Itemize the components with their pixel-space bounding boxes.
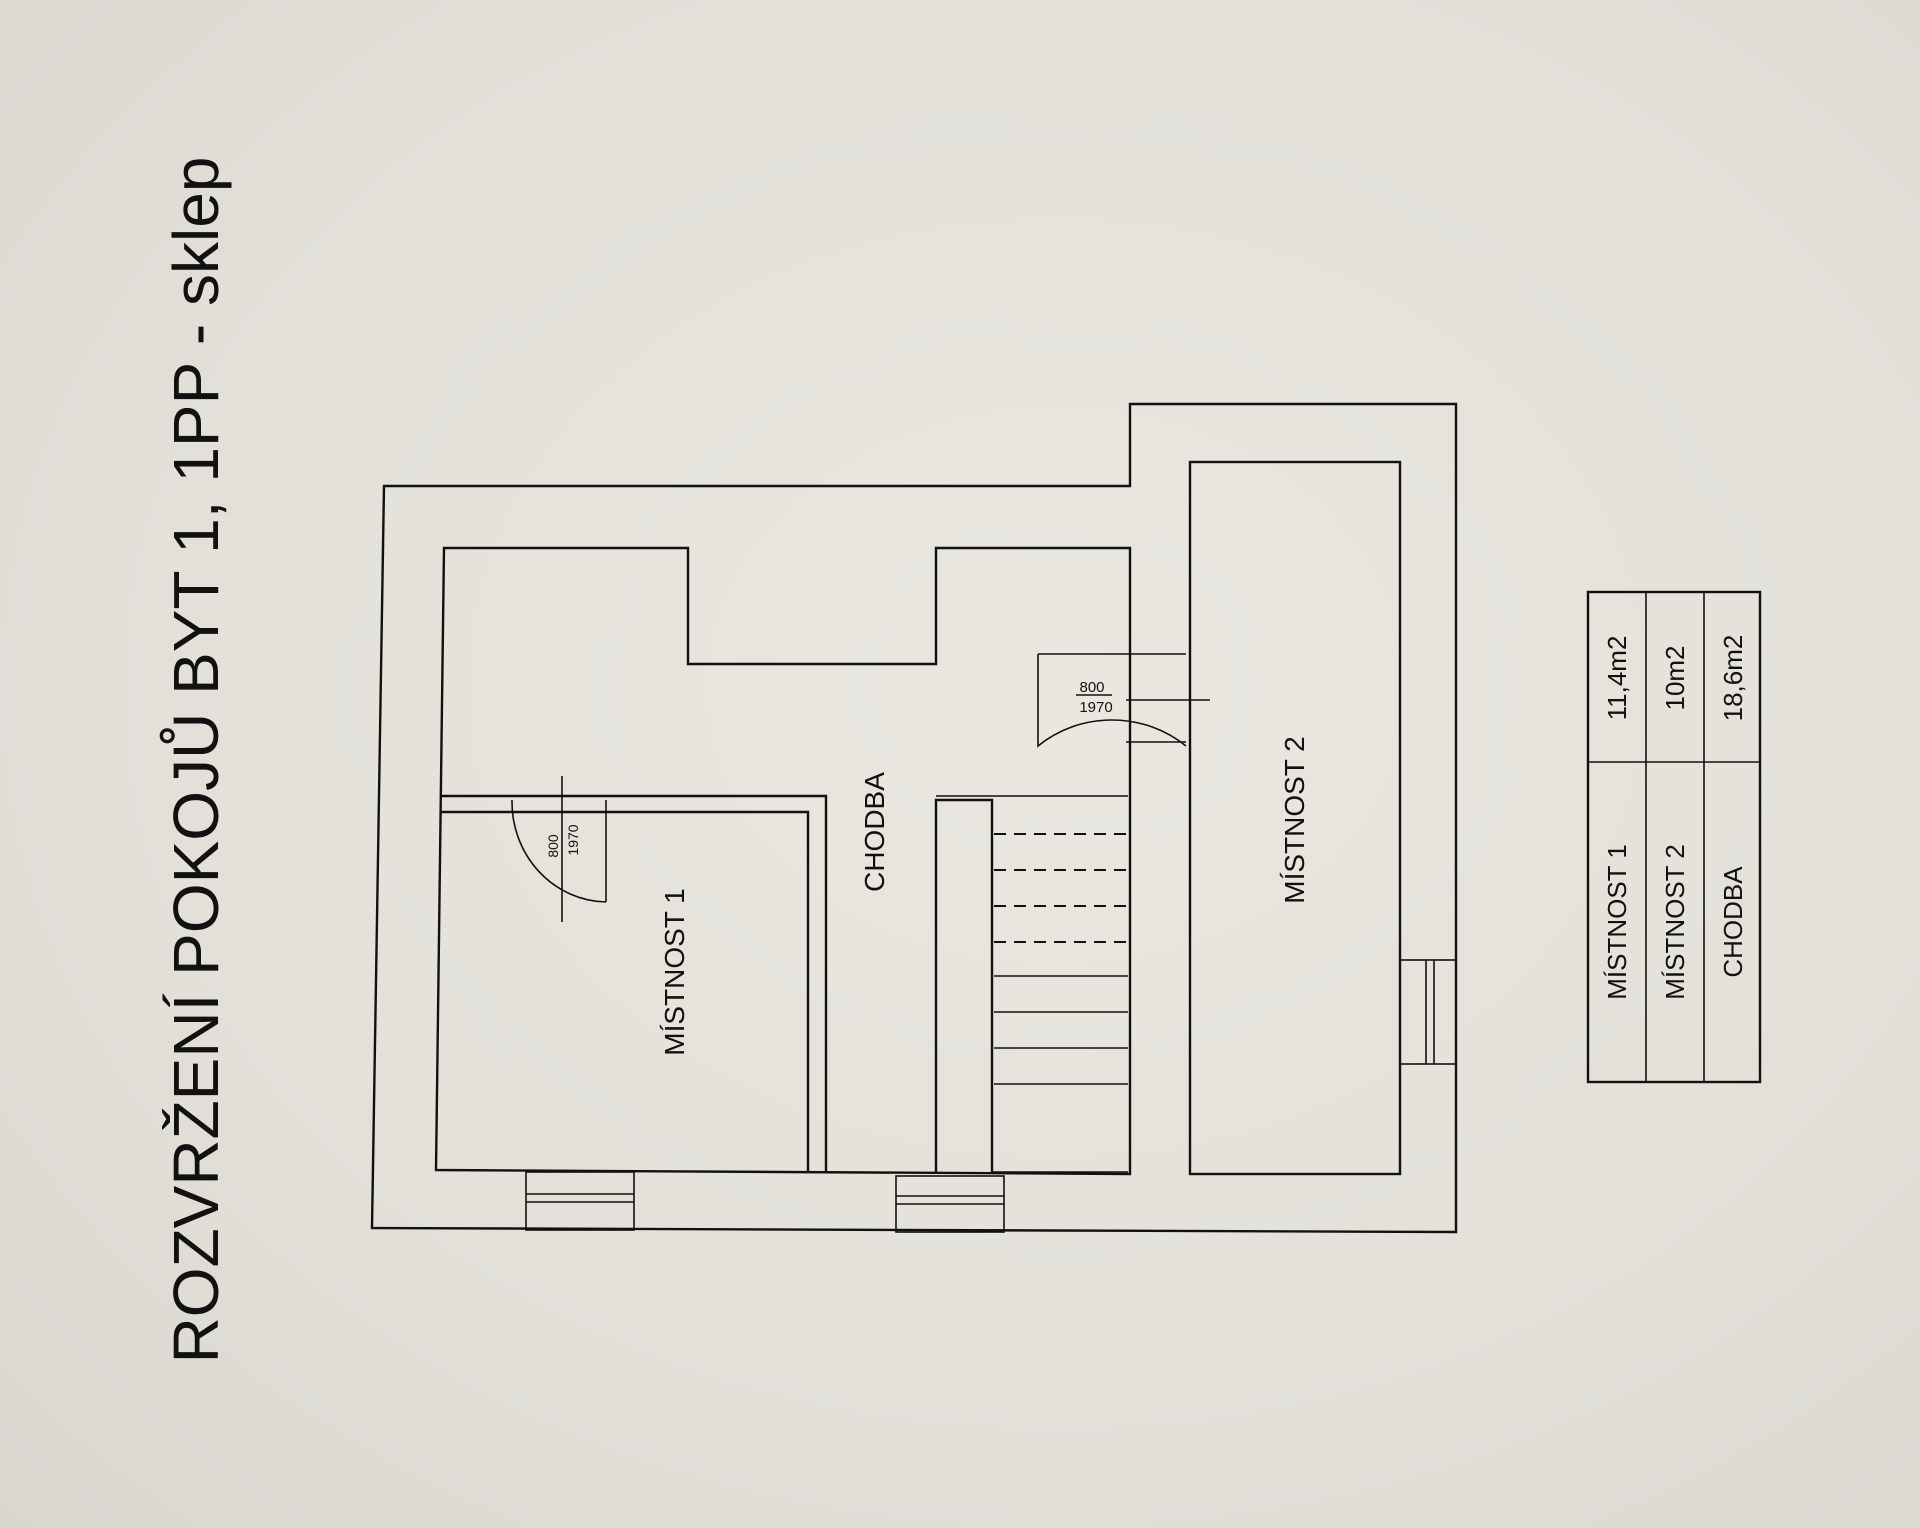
area-table-area: 18,6m2 xyxy=(1718,635,1748,722)
door-width-label: 800 xyxy=(545,834,561,858)
area-table-area: 11,4m2 xyxy=(1602,636,1632,721)
outer-wall xyxy=(370,402,1458,1234)
stair-treads xyxy=(994,833,1128,1085)
door-width-label: 800 xyxy=(1079,679,1104,696)
stair-wall xyxy=(934,798,994,1172)
room-label-mistnost-2: MÍSTNOST 2 xyxy=(1279,736,1310,904)
door-height-label: 1970 xyxy=(1079,699,1112,716)
plan-title: ROZVRŽENÍ POKOJŮ BYT 1, 1PP - sklep xyxy=(159,157,232,1364)
window-right xyxy=(1399,959,1457,1065)
area-table-area: 10m2 xyxy=(1660,645,1690,710)
area-table-room: MÍSTNOST 2 xyxy=(1660,844,1690,1000)
room-label-mistnost-1: MÍSTNOST 1 xyxy=(659,888,690,1056)
door-swing-arc xyxy=(1037,654,1187,748)
window-frame xyxy=(1399,959,1457,1065)
door-mistnost-2: 800 1970 xyxy=(1037,653,1210,748)
inner-wall-main xyxy=(434,546,1132,1176)
window-frame xyxy=(525,1171,635,1231)
area-table-room: MÍSTNOST 1 xyxy=(1602,844,1632,1000)
area-table-room: CHODBA xyxy=(1718,866,1748,978)
window-bottom-left xyxy=(525,1171,635,1231)
area-table-border xyxy=(1586,590,1762,1084)
area-table: MÍSTNOST 1 11,4m2 MÍSTNOST 2 10m2 CHODBA… xyxy=(1586,590,1762,1084)
mistnost-2-wall xyxy=(1188,460,1402,1176)
door-swing-arc xyxy=(511,799,607,903)
door-height-label: 1970 xyxy=(565,824,581,855)
mistnost-1-partition-outer xyxy=(440,794,828,1172)
mistnost-1-partition-inner xyxy=(440,810,810,1172)
door-mistnost-1: 800 1970 xyxy=(511,776,607,922)
window-bottom-middle xyxy=(895,1175,1005,1233)
room-label-chodba: CHODBA xyxy=(859,772,890,892)
